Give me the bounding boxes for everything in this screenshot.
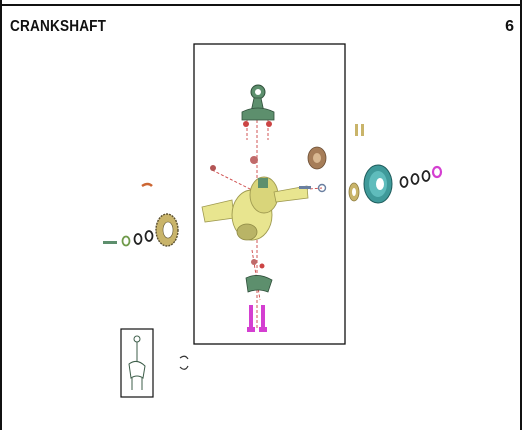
assembly-frame	[193, 43, 346, 345]
page-title: CRANKSHAFT	[10, 18, 107, 35]
left-washers-icon	[121, 230, 154, 247]
sprocket-icon	[155, 213, 179, 247]
washer-icon	[299, 183, 327, 193]
page-number: 6	[505, 18, 514, 35]
bolt-icon	[247, 305, 267, 332]
top-rule	[2, 0, 522, 6]
bronze-bearing-icon	[307, 146, 327, 170]
bearing-icon	[210, 156, 258, 171]
right-bearing-icon	[348, 182, 360, 202]
connecting-rod-cap-icon	[245, 259, 273, 293]
left-bolt-icon	[103, 182, 153, 244]
crankshaft-icon	[201, 176, 309, 241]
drive-gear-icon	[363, 164, 393, 204]
inset-frame	[120, 328, 154, 398]
right-washers-icon	[399, 165, 443, 188]
snap-ring-icon	[355, 124, 364, 136]
connecting-rod-icon	[241, 84, 275, 127]
loose-clip-icon	[179, 355, 189, 370]
inset-connecting-rod-icon	[128, 335, 146, 390]
